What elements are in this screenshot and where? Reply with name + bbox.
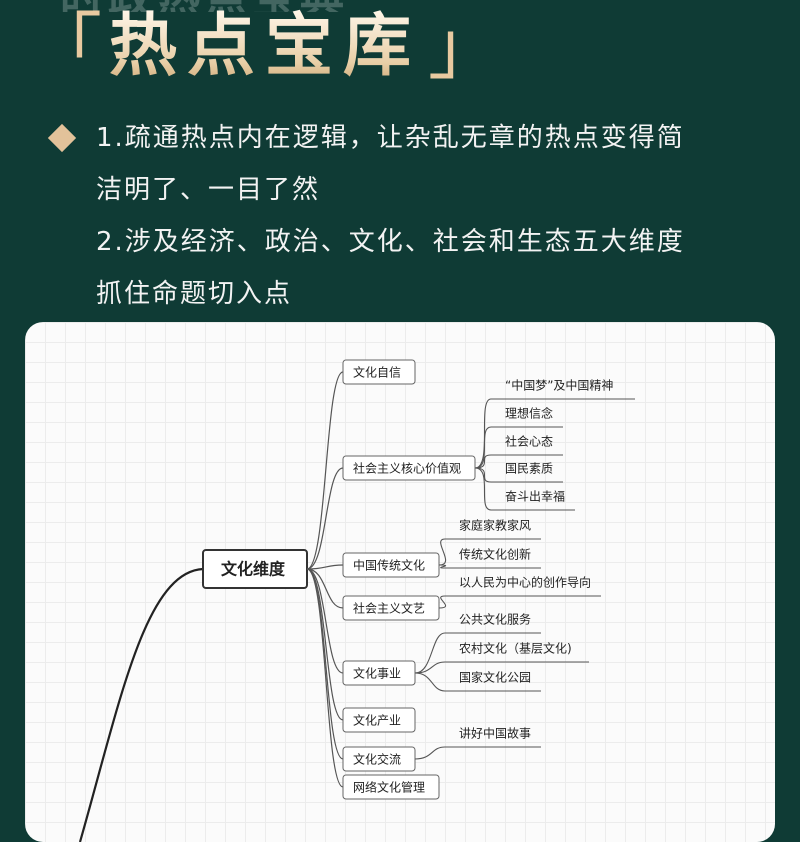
child-node-label: 社会心态	[505, 434, 553, 449]
title-text: 热点宝库	[108, 7, 421, 86]
branch-node-label: 文化事业	[353, 666, 401, 681]
child-connector	[438, 564, 447, 569]
child-connector	[438, 538, 446, 566]
child-connector	[414, 661, 446, 674]
diamond-bullet-icon	[47, 123, 77, 153]
child-connector	[474, 454, 492, 469]
branch-node-box	[342, 707, 416, 733]
root-node-label: 文化维度	[221, 560, 286, 579]
child-node-label: 农村文化（基层文化)	[459, 641, 572, 656]
description-line: 1.疏通热点内在逻辑，让杂乱无章的热点变得简	[96, 123, 685, 153]
branch-node-label: 社会主义核心价值观	[353, 461, 461, 476]
branch-node-label: 文化交流	[353, 752, 401, 767]
branch-connector	[306, 568, 344, 788]
branch-node-label: 网络文化管理	[353, 780, 425, 795]
branch-node-box	[342, 774, 440, 800]
description-line: 洁明了、一目了然	[96, 175, 321, 205]
branch-node-label: 文化产业	[353, 713, 401, 728]
root-connector	[78, 567, 204, 842]
branch-node-label: 中国传统文化	[353, 558, 425, 573]
child-connector	[414, 632, 446, 674]
branch-node-box	[342, 359, 416, 385]
branch-connector	[306, 371, 344, 570]
description-line: 2.涉及经济、政治、文化、社会和生态五大维度	[96, 227, 685, 257]
child-node-label: 奋斗出幸福	[505, 489, 565, 504]
branch-connector	[306, 568, 344, 609]
child-connector	[474, 398, 492, 469]
child-connector	[414, 746, 446, 760]
description-line: 抓住命题切入点	[96, 279, 293, 309]
child-node-label: 国家文化公园	[459, 670, 531, 685]
branch-connector	[306, 564, 344, 570]
title-bracket-right: 」	[427, 5, 500, 89]
child-node-label: 家庭家教家风	[459, 518, 531, 533]
child-node-label: 传统文化创新	[459, 547, 531, 562]
branch-node-label: 社会主义文艺	[353, 601, 425, 616]
child-node-label: 讲好中国故事	[459, 726, 531, 741]
branch-connector	[306, 568, 344, 674]
page-title: 「 热点宝库 」	[30, 5, 500, 89]
child-connector	[474, 426, 492, 469]
mindmap-panel: 文化维度 文化自信社会主义核心价值观 “中国梦”及中国精神理想信念社会心态国民素质奋…	[25, 322, 775, 842]
branch-connector	[306, 568, 344, 721]
title-bracket-left: 「	[30, 5, 103, 89]
child-connector	[414, 672, 446, 692]
branch-connector	[306, 467, 344, 570]
child-node-label: “中国梦”及中国精神	[505, 378, 613, 393]
child-connector	[474, 467, 492, 511]
child-node-label: 公共文化服务	[459, 612, 531, 627]
child-node-label: 国民素质	[505, 462, 553, 476]
branch-node-label: 文化自信	[353, 365, 401, 380]
ghost-banner-text: 时政热点宝典	[60, 0, 540, 12]
child-connector	[438, 595, 447, 609]
child-node-label: 理想信念	[505, 406, 553, 421]
child-node-label: 以人民为中心的创作导向	[459, 575, 591, 590]
description: 1.疏通热点内在逻辑，让杂乱无章的热点变得简 洁明了、一目了然 2.涉及经济、政…	[96, 112, 756, 320]
